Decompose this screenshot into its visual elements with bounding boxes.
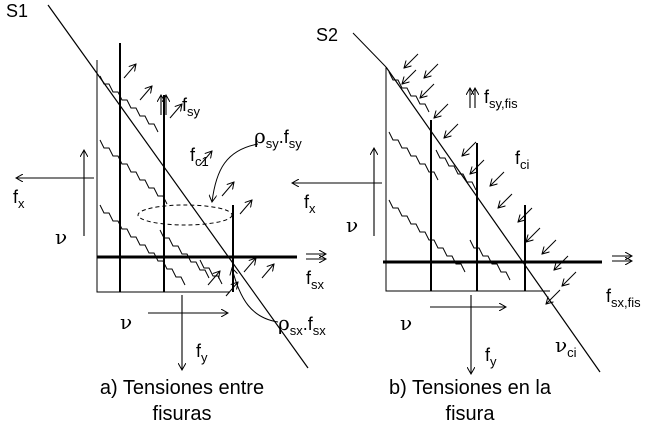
- web-outline-a: [96, 60, 230, 293]
- crack-line-a: [99, 204, 186, 286]
- rho-sy-leader: [212, 143, 259, 202]
- crack-interface-arrows-b: [402, 53, 577, 304]
- caption-b-line2: fisura: [446, 403, 496, 425]
- fsy-fis-arrow-b: [470, 88, 475, 108]
- caption-a-line1: a) Tensiones entre: [100, 377, 264, 399]
- crack-line-a: [99, 75, 159, 133]
- fsy-arrow-a: [161, 95, 166, 115]
- caption-b-line1: b) Tensiones en la: [389, 377, 552, 399]
- section-label-s2: S2: [316, 25, 338, 45]
- label-nu-left-b: ν: [346, 213, 358, 237]
- label-fsx-a: fsx: [306, 268, 325, 292]
- crack-line-a: [159, 229, 210, 279]
- label-fx-a: fx: [13, 187, 25, 211]
- caption-a-line2: fisuras: [153, 403, 212, 425]
- crack-line-b: [388, 199, 466, 273]
- label-fsy-a: fsy: [182, 95, 201, 119]
- crack-line-a: [99, 139, 168, 205]
- crack-line-b: [388, 131, 439, 181]
- web-outline-b: [385, 67, 550, 292]
- stirrup-force-ellipse: [137, 204, 233, 226]
- label-nu-bottom-a: ν: [120, 310, 132, 334]
- label-fc1: fc1: [190, 145, 209, 169]
- crack-line-b: [388, 71, 430, 113]
- label-rho-sy: ρsy.fsy: [254, 124, 302, 151]
- crack-line-b: [435, 149, 477, 191]
- panel-b: S2 fsy,fis fci fx ν fsx,fis νci ν fy b) …: [292, 25, 641, 425]
- web-top-edge-b: [352, 32, 387, 68]
- fsx-fis-arrow-b: [612, 256, 632, 261]
- label-fci: fci: [515, 148, 530, 172]
- compression-arrows-a: [123, 64, 274, 297]
- label-nu-ci: νci: [555, 333, 577, 360]
- crack-line-b: [469, 239, 511, 281]
- panel-a: S1 fsy fc1 ρsy.fsy fx ν fsx ρsx.fsx ν fy…: [6, 1, 326, 425]
- section-line-s1: [47, 4, 309, 369]
- crack-line-main-b: [385, 66, 601, 373]
- rho-sx-leader: [232, 268, 279, 323]
- label-nu-left-a: ν: [55, 225, 67, 249]
- label-fy-a: fy: [196, 341, 208, 365]
- section-label-s1: S1: [6, 1, 28, 21]
- label-nu-bottom-b: ν: [400, 311, 412, 335]
- label-fsx-fis: fsx,fis: [606, 286, 641, 310]
- label-fx-b: fx: [304, 192, 316, 216]
- label-fy-b: fy: [485, 345, 497, 369]
- fsx-arrow-a: [306, 254, 326, 259]
- label-fsy-fis: fsy,fis: [484, 87, 518, 111]
- label-rho-sx: ρsx.fsx: [278, 311, 326, 338]
